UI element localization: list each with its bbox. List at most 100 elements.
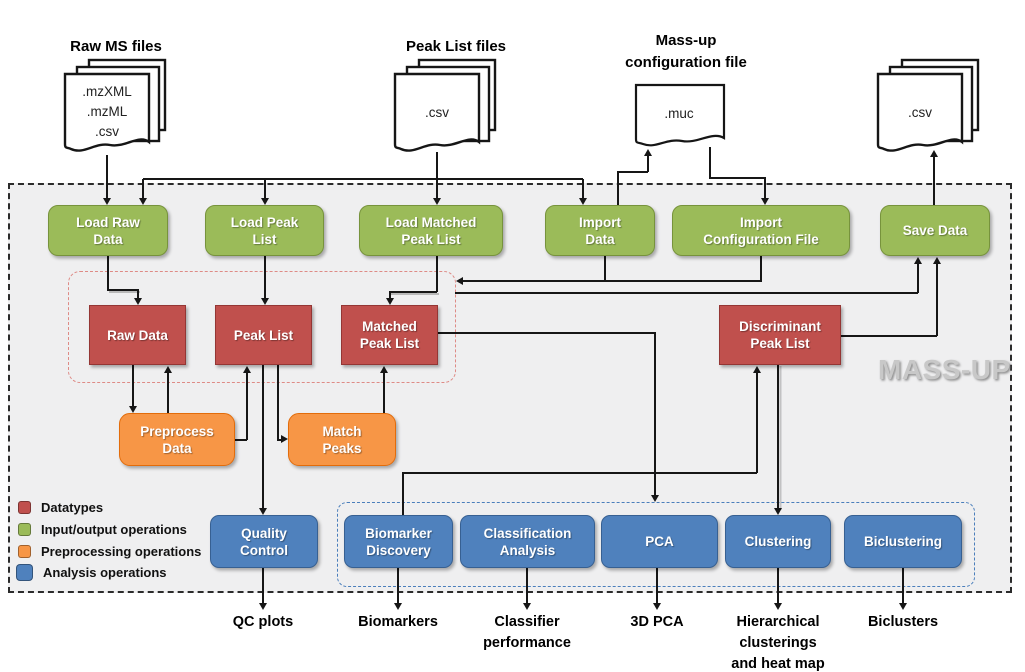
legend-item-datatypes: Datatypes bbox=[18, 500, 103, 515]
connector bbox=[235, 439, 247, 441]
connector bbox=[402, 472, 757, 474]
connector bbox=[167, 372, 169, 413]
watermark: MASS-UP bbox=[878, 354, 1011, 385]
connector bbox=[582, 179, 584, 199]
arrowhead bbox=[128, 406, 137, 413]
connector bbox=[777, 568, 779, 604]
output-biomarkers: Biomarkers bbox=[358, 614, 438, 630]
output-biclusters: Biclusters bbox=[867, 614, 939, 630]
legend-label: Datatypes bbox=[41, 500, 104, 515]
config-file-title: Mass-up configuration file bbox=[625, 32, 747, 71]
connector bbox=[436, 152, 438, 199]
connector bbox=[246, 372, 248, 440]
export-files-icon bbox=[876, 58, 980, 152]
connector bbox=[526, 568, 528, 604]
connector bbox=[277, 365, 279, 441]
connector bbox=[764, 177, 766, 199]
legend-swatch-analysis bbox=[16, 564, 33, 581]
op-import-data: Import Data bbox=[545, 205, 655, 256]
arrowhead bbox=[260, 298, 269, 305]
connector bbox=[462, 280, 761, 282]
peak-list-files-title: Peak List files bbox=[405, 38, 507, 55]
connector bbox=[264, 179, 266, 199]
arrowhead bbox=[385, 298, 394, 305]
arrowhead bbox=[650, 495, 659, 502]
arrowhead bbox=[379, 366, 388, 373]
connector bbox=[936, 263, 938, 336]
raw-ms-files-icon bbox=[63, 58, 167, 152]
output-hierarchical-clusterings: Hierarchical clusterings and heat map bbox=[731, 614, 825, 672]
op-biomarker-discovery: Biomarker Discovery bbox=[344, 515, 453, 568]
output-qc-plots: QC plots bbox=[232, 614, 294, 630]
connector bbox=[656, 568, 658, 604]
connector bbox=[107, 289, 138, 291]
arrowhead bbox=[393, 603, 402, 610]
output-3d-pca: 3D PCA bbox=[630, 614, 684, 630]
legend-item-analysis: Analysis operations bbox=[16, 564, 167, 581]
connector bbox=[436, 256, 438, 292]
arrowhead bbox=[522, 603, 531, 610]
op-match-peaks: Match Peaks bbox=[288, 413, 396, 466]
op-classification-analysis: Classification Analysis bbox=[460, 515, 595, 568]
connector bbox=[709, 177, 765, 179]
connector bbox=[917, 263, 919, 293]
connector bbox=[143, 178, 583, 180]
connector bbox=[389, 291, 391, 299]
op-biclustering: Biclustering bbox=[844, 515, 962, 568]
connector bbox=[933, 157, 935, 205]
datatype-raw-data: Raw Data bbox=[89, 305, 186, 365]
op-load-raw-data: Load Raw Data bbox=[48, 205, 168, 256]
op-import-configuration-file: Import Configuration File bbox=[672, 205, 850, 256]
arrowhead bbox=[258, 508, 267, 515]
legend-item-io: Input/output operations bbox=[18, 522, 187, 537]
connector bbox=[902, 568, 904, 604]
arrowhead bbox=[578, 198, 587, 205]
connector bbox=[264, 256, 266, 299]
arrowhead bbox=[913, 257, 922, 264]
connector bbox=[617, 171, 648, 173]
arrowhead bbox=[929, 150, 938, 157]
arrowhead bbox=[932, 257, 941, 264]
output-classifier-performance: Classifier performance bbox=[483, 614, 571, 651]
raw-ms-file-formats: .mzXML .mzML .csv bbox=[82, 84, 132, 139]
peak-list-files-icon bbox=[393, 58, 497, 152]
arrowhead bbox=[456, 276, 463, 285]
connector bbox=[107, 256, 109, 290]
connector bbox=[604, 256, 606, 282]
config-file-icon bbox=[634, 83, 726, 147]
arrowhead bbox=[260, 198, 269, 205]
connector bbox=[389, 291, 437, 293]
connector bbox=[137, 289, 139, 299]
arrowhead bbox=[652, 603, 661, 610]
datatype-peak-list: Peak List bbox=[215, 305, 312, 365]
arrowhead bbox=[258, 603, 267, 610]
connector bbox=[654, 332, 656, 495]
connector bbox=[262, 365, 264, 509]
legend-label: Analysis operations bbox=[43, 565, 167, 580]
connector bbox=[402, 472, 404, 515]
connector bbox=[455, 292, 918, 294]
legend-label: Preprocessing operations bbox=[41, 544, 202, 559]
export-file-format: .csv bbox=[907, 105, 932, 120]
datatype-discriminant-peak-list: Discriminant Peak List bbox=[719, 305, 841, 365]
connector bbox=[262, 568, 264, 604]
connector bbox=[760, 256, 762, 282]
connector bbox=[617, 171, 619, 205]
connector bbox=[756, 372, 758, 473]
arrowhead bbox=[773, 508, 782, 515]
connector bbox=[397, 568, 399, 604]
arrowhead bbox=[138, 198, 147, 205]
connector bbox=[277, 439, 282, 441]
arrowhead bbox=[898, 603, 907, 610]
peak-list-file-formats: .csv bbox=[424, 105, 449, 120]
arrowhead bbox=[281, 435, 288, 443]
arrowhead bbox=[432, 198, 441, 205]
op-preprocess-data: Preprocess Data bbox=[119, 413, 235, 466]
datatype-matched-peak-list: Matched Peak List bbox=[341, 305, 438, 365]
connector bbox=[132, 365, 134, 407]
op-load-peak-list: Load Peak List bbox=[205, 205, 324, 256]
op-load-matched-peak-list: Load Matched Peak List bbox=[359, 205, 503, 256]
op-pca: PCA bbox=[601, 515, 718, 568]
connector bbox=[106, 155, 108, 199]
